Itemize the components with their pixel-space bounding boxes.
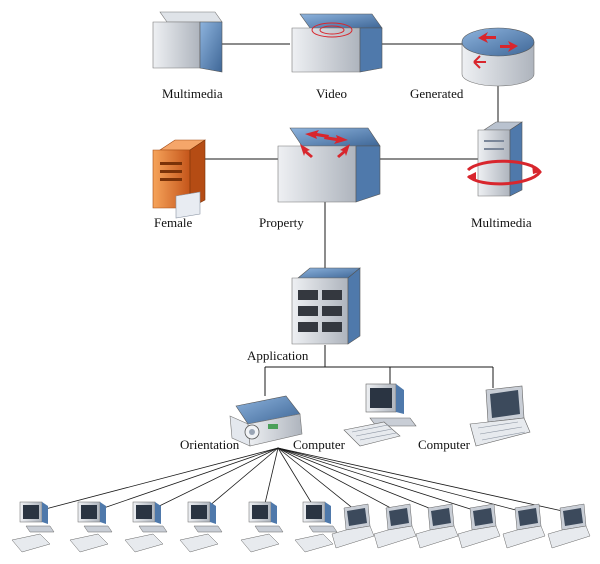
- desktop-computer-icon: [124, 501, 168, 553]
- desktop-computer-icon: [343, 383, 417, 447]
- connections: [205, 43, 499, 396]
- projector-icon: [229, 395, 303, 447]
- switch-icon: [277, 127, 381, 203]
- hub-links: [33, 447, 577, 515]
- desktop-computer-icon: [69, 501, 113, 553]
- bottom-row-devices: [11, 501, 591, 553]
- laptop-icon: [415, 503, 459, 549]
- desktop-computer-icon: [294, 501, 338, 553]
- laptop-icon: [457, 503, 501, 549]
- desktop-computer-icon: [179, 501, 223, 553]
- laptop-icon: [331, 503, 375, 549]
- video-switch-icon: [291, 13, 383, 73]
- desktop-computer-icon: [240, 501, 284, 553]
- file-server-icon: [152, 139, 206, 219]
- node-label-orientation: Orientation: [180, 437, 240, 452]
- node-label-property: Property: [259, 215, 304, 230]
- rotating-server-icon: [466, 121, 542, 197]
- node-label-computer-2: Computer: [418, 437, 470, 452]
- node-label-computer-1: Computer: [293, 437, 345, 452]
- laptop-icon: [502, 503, 546, 549]
- node-label-video: Video: [316, 86, 347, 101]
- laptop-icon: [547, 503, 591, 549]
- router-icon: [461, 27, 535, 87]
- desktop-computer-icon: [11, 501, 55, 553]
- node-label-application: Application: [247, 348, 309, 363]
- laptop-icon: [469, 385, 531, 447]
- server-box-icon: [152, 11, 223, 73]
- node-label-multimedia-right: Multimedia: [471, 215, 532, 230]
- laptop-icon: [373, 503, 417, 549]
- node-label-female: Female: [154, 215, 193, 230]
- node-label-generated: Generated: [410, 86, 464, 101]
- application-server-icon: [291, 267, 361, 345]
- node-label-multimedia-top: Multimedia: [162, 86, 223, 101]
